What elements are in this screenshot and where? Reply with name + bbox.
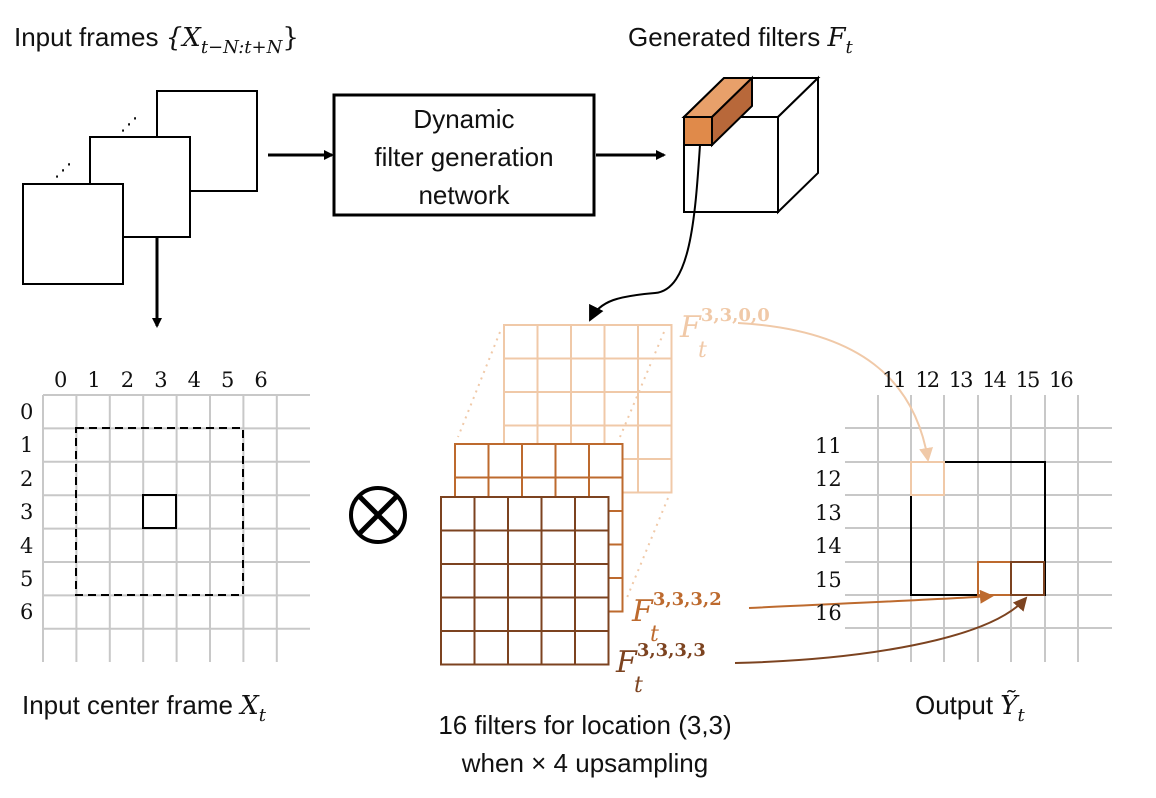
input-frames-stack [22,90,258,285]
input-frames-math: {Xt−N:t+N} [165,23,299,58]
filter-cube [681,75,821,215]
filters-caption-line-1: 16 filters for location (3,3) [438,710,732,740]
generated-filters-math: Ft [827,23,853,58]
generated-filters-text: Generated filters [628,22,821,52]
filter-stack [440,324,673,666]
filters-caption-line-2: when × 4 upsampling [461,748,709,778]
col-label: 6 [254,368,268,392]
col-label: 1 [87,368,101,392]
input-frames-text: Input frames [14,22,159,52]
network-line-1: Dynamic [413,104,515,134]
ellipsis-2: ⋰ [54,160,72,181]
filter-block-front [683,116,713,146]
col-label: 12 [915,368,940,392]
col-label: 3 [154,368,168,392]
stack-depth-dotted-line [619,331,665,438]
output-cell-12-12 [910,461,945,496]
filter-label-3-3-3-3: F3,3,3,3 t [616,640,706,698]
stack-depth-dotted-line [457,331,501,438]
row-label: 13 [815,500,842,525]
center-cell-box [142,494,177,529]
input-frames-label: Input frames {Xt−N:t+N} [14,22,299,58]
stack-depth-dotted-line [625,497,669,601]
row-label: 6 [20,600,34,625]
col-label: 11 [882,368,907,392]
col-label: 16 [1049,368,1074,392]
receptive-field-box [75,427,244,596]
filter-label-3-3-3-2: F3,3,3,2 t [632,589,722,647]
output-cell-15-14 [977,561,1012,596]
row-label: 2 [20,466,34,491]
ellipsis-1: ⋰ [120,114,138,135]
arrow-filter-3-3 [734,596,1028,664]
row-label: 12 [815,467,842,492]
row-label: 11 [815,434,842,458]
frame-front [22,183,124,285]
row-label: 5 [20,567,34,591]
output-label: Output Ỹt [915,690,1025,726]
output-grid [845,395,1112,662]
generated-filters-label: Generated filters Ft [628,22,853,58]
filter-label-3-3-0-0: F3,3,0,0 t [680,305,770,363]
arrow-cube-to-filters [589,144,701,322]
filters-caption: 16 filters for location (3,3) when × 4 u… [380,706,790,782]
network-line-2: filter generation [374,142,554,172]
network-line-3: network [418,180,510,210]
row-label: 4 [20,533,34,558]
arrow-filter-0-0 [737,322,933,462]
arrow-filter-3-2 [748,589,994,609]
row-label: 15 [815,567,842,592]
row-label: 1 [20,433,34,458]
col-label: 5 [221,368,235,392]
network-label: Dynamic filter generation network [334,100,594,214]
convolution-operator-icon [349,486,407,544]
row-label: 3 [20,500,34,525]
row-label: 16 [815,601,842,625]
col-label: 13 [948,368,974,392]
col-label: 4 [187,368,201,392]
row-label: 0 [20,400,34,424]
row-label: 14 [815,534,842,559]
network-box [332,93,596,217]
col-label: 14 [982,368,1007,392]
col-label: 15 [1015,368,1041,392]
input-center-frame-label: Input center frame Xt [22,690,266,726]
col-label: 2 [120,368,135,392]
filter-3-3-3-3 [440,496,610,666]
output-cell-15-15 [1010,561,1045,596]
filter-3-3-3-3-frame [440,496,610,666]
col-label: 0 [54,368,68,392]
